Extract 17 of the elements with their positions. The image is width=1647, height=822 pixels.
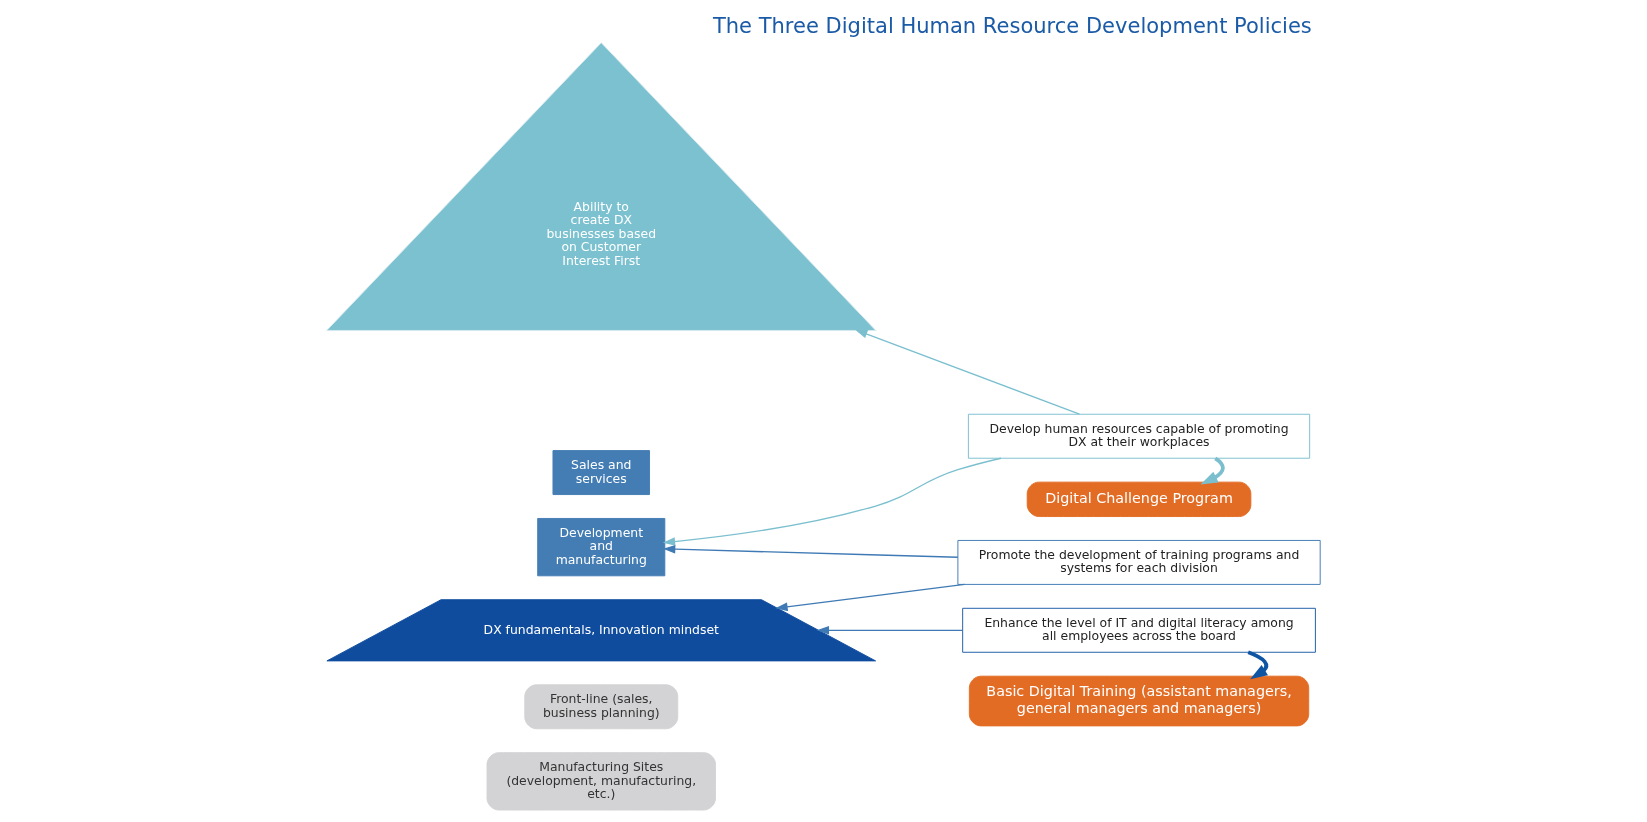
- arrow: [775, 583, 966, 612]
- node-box: Develop human resources capable of promoting DX at their workplaces: [967, 413, 1311, 459]
- arrow: [663, 544, 959, 558]
- diagram-title: The Three Digital Human Resource Development Policies: [712, 12, 1312, 38]
- arrow: [1247, 650, 1269, 680]
- arrow: [1200, 456, 1225, 485]
- node-box: Sales and services: [552, 450, 650, 496]
- arrow: [855, 329, 1081, 415]
- arrow: [662, 457, 1002, 546]
- node-box: Front-line (sales, business planning): [524, 684, 679, 730]
- node-box: Digital Challenge Program: [1026, 481, 1252, 517]
- node-box: Promote the development of training programs and systems for each division: [957, 539, 1321, 585]
- node-box: Manufacturing Sites (development, manufacturing, etc.): [486, 752, 716, 811]
- node-box: Basic Digital Training (assistant managers, general managers and managers): [968, 675, 1310, 727]
- node-box: Enhance the level of IT and digital literacy among all employees across the board: [962, 607, 1316, 653]
- node-box: Development and manufacturing: [537, 517, 666, 577]
- arrow: [816, 626, 964, 635]
